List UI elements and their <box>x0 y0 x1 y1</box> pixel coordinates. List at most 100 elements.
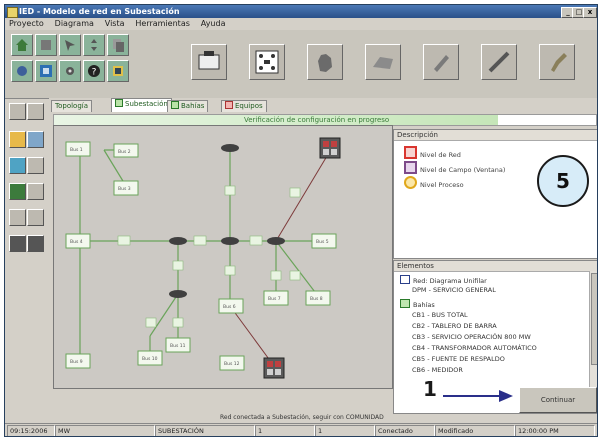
toolbar: ? <box>5 30 597 99</box>
legend-item: Nivel Proceso <box>404 176 464 190</box>
status-bar: 09:15:2006 MW SUBESTACIÓN 1 1 Conectado … <box>5 423 597 436</box>
substation-tool-icon[interactable] <box>191 44 227 80</box>
settings-tool-icon[interactable] <box>59 60 81 82</box>
tree-item[interactable]: CB2 - TABLERO DE BARRA <box>412 322 497 330</box>
node-label: Bus 10 <box>142 356 158 362</box>
palette-dark-icon[interactable] <box>9 235 26 252</box>
tab-strip: Topología Subestación Bahías Equipos <box>49 98 597 112</box>
menu-proyecto[interactable]: Proyecto <box>9 19 44 28</box>
grid-tool-icon[interactable] <box>35 60 57 82</box>
palette-dark2-icon[interactable] <box>27 235 44 252</box>
brush-tool-icon[interactable] <box>539 44 575 80</box>
tab-bahias[interactable]: Bahías <box>167 100 209 112</box>
node-label: Bus 6 <box>223 304 236 310</box>
node-label: Bus 4 <box>70 239 83 245</box>
status-count-a: 1 <box>255 425 315 436</box>
palette-switch-icon[interactable] <box>27 183 44 200</box>
close-button[interactable]: x <box>583 7 597 18</box>
tree-folder-icon <box>400 275 410 284</box>
legend-purple-icon <box>404 161 417 174</box>
status-unit: MW <box>55 425 155 436</box>
tab-subestacion[interactable]: Subestación <box>111 98 172 112</box>
palette-pointer-icon[interactable] <box>9 103 26 120</box>
annotation-arrow-icon <box>443 390 513 402</box>
node-label: Bus 12 <box>224 361 240 367</box>
tab-equipos-icon <box>225 101 233 109</box>
tree-item[interactable]: CB6 - MEDIDOR <box>412 366 463 374</box>
move-tool-icon[interactable] <box>83 34 105 56</box>
node-label: Bus 9 <box>70 359 83 365</box>
palette-text-icon[interactable] <box>27 209 44 226</box>
help-icon[interactable]: ? <box>83 60 105 82</box>
node-label: Bus 8 <box>310 296 323 302</box>
title-bar: IED - Modelo de red en Subestación _ □ x <box>5 5 597 18</box>
svg-text:?: ? <box>92 68 97 78</box>
scroll-thumb[interactable] <box>591 273 597 365</box>
progress-label: Verificación de configuración en progres… <box>244 116 390 124</box>
tab-bahias-icon <box>171 101 179 109</box>
menu-ayuda[interactable]: Ayuda <box>200 19 226 28</box>
node-label: Bus 2 <box>118 149 131 155</box>
tree-item[interactable]: CB4 - TRANSFORMADOR AUTOMÁTICO <box>412 344 537 352</box>
node-label: Bus 11 <box>170 343 186 349</box>
legend-header: Descripción <box>394 130 597 141</box>
status-date: 09:15:2006 <box>7 425 55 436</box>
tree-item[interactable]: CB1 - BUS TOTAL <box>412 311 468 319</box>
tree-root[interactable]: Red: Diagrama Unifilar <box>400 275 487 286</box>
status-modified: Modificado <box>435 425 515 436</box>
legend-panel: Descripción Nivel de Red Nivel de Campo … <box>393 129 597 259</box>
progress-fill <box>54 115 499 125</box>
network-diagram: Bus 1 Bus 2 Bus 3 Bus 4 Bus 5 Bus 6 Bus … <box>65 137 341 379</box>
tree-group[interactable]: Bahías <box>400 299 435 310</box>
status-time: 12:00:00 PM <box>515 425 595 436</box>
palette-relay-icon[interactable] <box>9 157 26 174</box>
tree-item[interactable]: CB3 - SERVICIO OPERACIÓN 800 MW <box>412 333 531 341</box>
line-tool-icon[interactable] <box>481 44 517 80</box>
status-count-b: 1 <box>315 425 375 436</box>
status-mode: SUBESTACIÓN <box>155 425 255 436</box>
palette-line-icon[interactable] <box>9 183 26 200</box>
pattern-tool-icon[interactable] <box>365 44 401 80</box>
node-label: Bus 3 <box>118 186 131 192</box>
tree-item[interactable]: DPM - SERVICIO GENERAL <box>412 286 496 294</box>
select-tool-icon[interactable] <box>59 34 81 56</box>
step-badge: 5 <box>537 155 589 207</box>
menu-diagrama[interactable]: Diagrama <box>54 19 94 28</box>
menu-bar: Proyecto Diagrama Vista Herramientas Ayu… <box>5 18 597 30</box>
left-palette <box>9 103 45 273</box>
tree-header: Elementos <box>394 261 597 272</box>
annotation-number: 1 <box>423 377 437 401</box>
continue-button[interactable]: Continuar <box>519 387 597 413</box>
tree-panel: Elementos Red: Diagrama Unifilar DPM - S… <box>393 260 597 414</box>
palette-zoom-icon[interactable] <box>27 103 44 120</box>
app-window: IED - Modelo de red en Subestación _ □ x… <box>4 4 598 437</box>
tab-equipos[interactable]: Equipos <box>221 100 267 112</box>
topology-tool-icon[interactable] <box>249 44 285 80</box>
network-tool-icon[interactable] <box>11 60 33 82</box>
tab-topologia[interactable]: Topología <box>51 100 93 112</box>
node-label: Bus 5 <box>316 239 329 245</box>
transformer-tool-icon[interactable] <box>107 60 129 82</box>
tree-group-icon <box>400 299 410 308</box>
tree-scrollbar[interactable] <box>589 271 597 413</box>
palette-device-icon[interactable] <box>9 131 26 148</box>
home-tool-icon[interactable] <box>11 34 33 56</box>
hand-tool-icon[interactable] <box>307 44 343 80</box>
tree-item[interactable]: CB5 - FUENTE DE RESPALDO <box>412 355 505 363</box>
app-icon <box>7 7 18 18</box>
status-caption: Red conectada a Subestación, seguir con … <box>5 414 597 422</box>
palette-breaker-icon[interactable] <box>27 157 44 174</box>
pencil-tool-icon[interactable] <box>423 44 459 80</box>
copy-tool-icon[interactable] <box>107 34 129 56</box>
palette-meter-icon[interactable] <box>9 209 26 226</box>
menu-vista[interactable]: Vista <box>104 19 125 28</box>
palette-bus-icon[interactable] <box>27 131 44 148</box>
tab-subestacion-icon <box>115 99 123 107</box>
legend-item: Nivel de Campo (Ventana) <box>404 161 505 175</box>
diagram-canvas[interactable]: Bus 1 Bus 2 Bus 3 Bus 4 Bus 5 Bus 6 Bus … <box>53 125 393 389</box>
status-connection: Conectado <box>375 425 435 436</box>
layers-tool-icon[interactable] <box>35 34 57 56</box>
menu-herramientas[interactable]: Herramientas <box>135 19 190 28</box>
node-label: Bus 7 <box>268 296 281 302</box>
window-title: IED - Modelo de red en Subestación <box>19 7 180 16</box>
